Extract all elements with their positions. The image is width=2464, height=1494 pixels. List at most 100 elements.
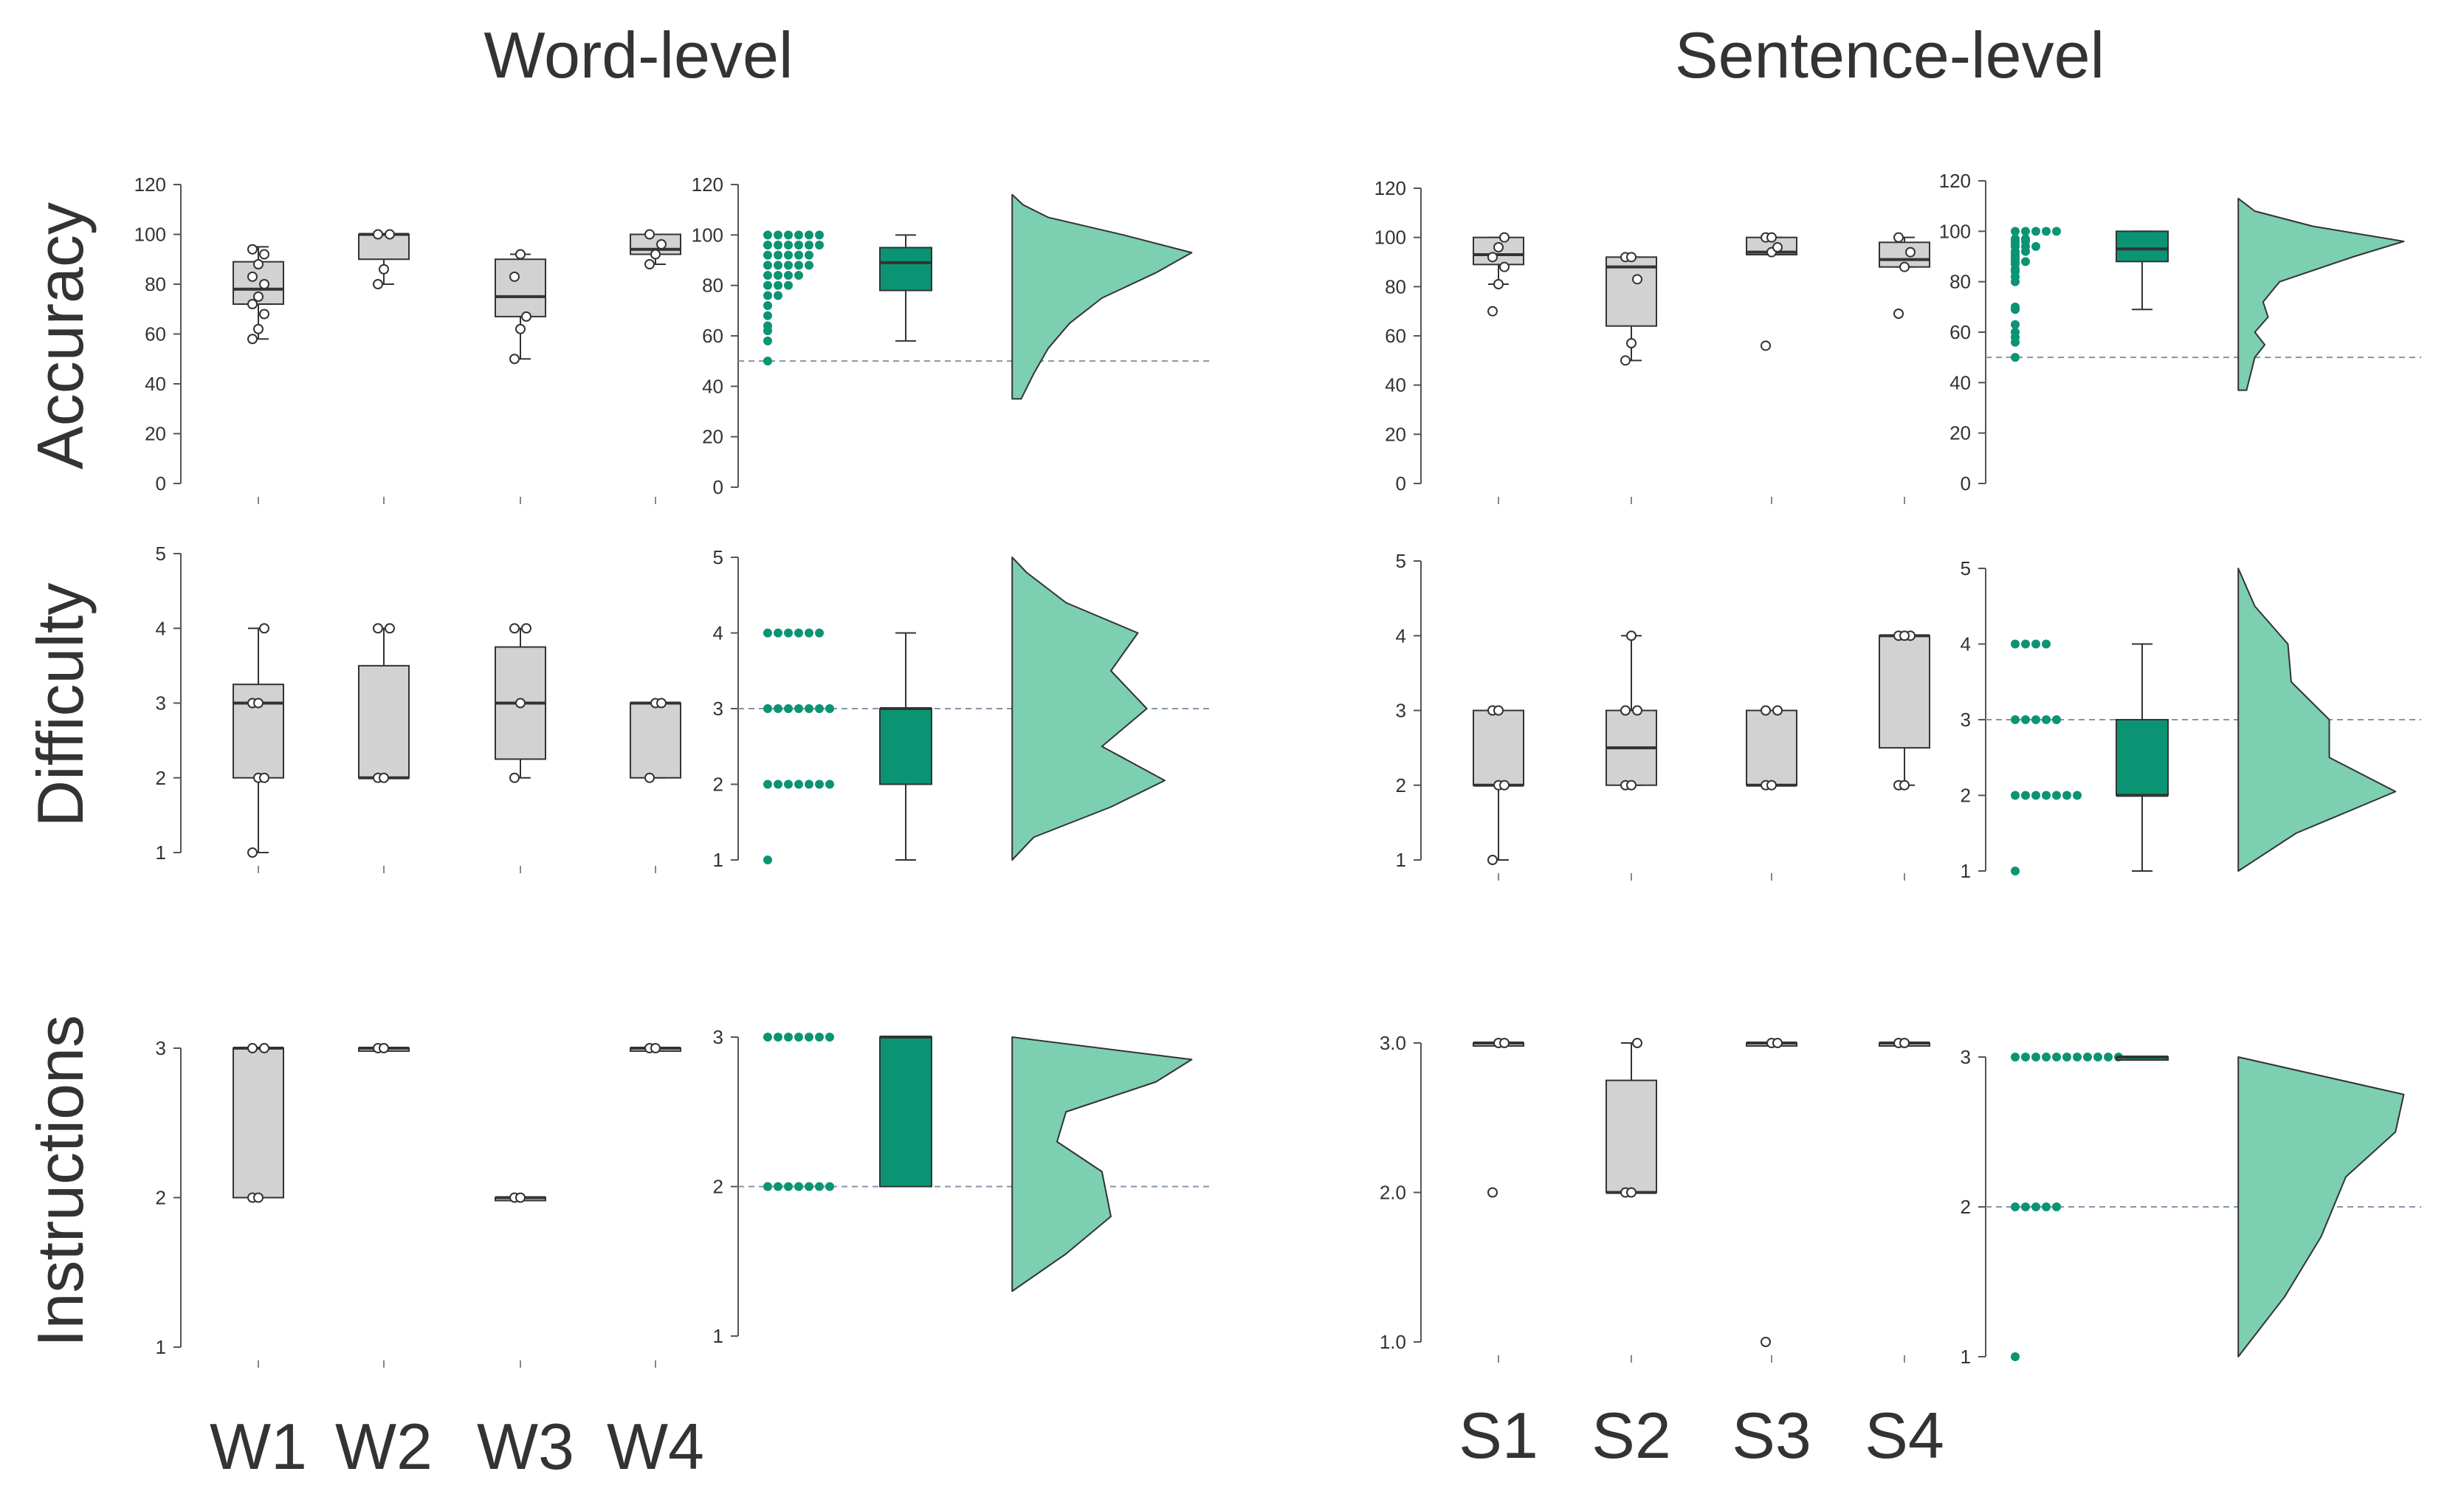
data-point [644, 259, 655, 269]
rain-point [2021, 639, 2030, 649]
data-point [1893, 309, 1904, 319]
data-point [1620, 355, 1631, 366]
box-body [1606, 256, 1657, 327]
rain-point [2031, 639, 2040, 649]
rain-point [774, 628, 782, 638]
rain-point [2011, 1053, 2020, 1061]
rain-point [2011, 277, 2020, 286]
rain-point [805, 261, 813, 270]
data-point [1632, 1038, 1642, 1048]
rain-point [784, 261, 793, 270]
box-s1 [1473, 232, 1524, 504]
y-tick-label: 1 [713, 1325, 723, 1347]
data-point [509, 354, 520, 365]
rain-point [2031, 715, 2040, 724]
y-tick-label: 5 [156, 543, 166, 565]
rain-point [774, 1182, 782, 1191]
box-w3 [495, 1192, 546, 1368]
box-w2 [358, 229, 410, 504]
rain-point [774, 271, 782, 280]
y-tick-label: 3 [156, 692, 166, 715]
data-point [253, 259, 264, 269]
y-tick-label: 1 [1396, 849, 1406, 871]
rain-point [805, 241, 813, 249]
rain-point [763, 311, 772, 320]
box-body [1473, 709, 1524, 786]
row-label-difficulty: Difficulty [24, 583, 97, 827]
rain-point [774, 779, 782, 789]
y-tick-label: 20 [702, 426, 723, 448]
data-point [253, 1192, 264, 1203]
data-point [1493, 705, 1504, 716]
y-tick-label: 20 [1385, 423, 1406, 445]
y-tick-label: 120 [1374, 177, 1406, 199]
data-point [644, 772, 655, 783]
rain-point [815, 779, 824, 789]
rain-point [2011, 1352, 2020, 1361]
rain-point [784, 628, 793, 638]
rain-point [2011, 1202, 2020, 1211]
y-tick-label: 5 [1396, 550, 1406, 572]
rain-point [774, 250, 782, 260]
rain-point [805, 1182, 813, 1191]
rain-point [784, 230, 793, 240]
data-point [1772, 242, 1783, 252]
rain-point [2052, 1053, 2061, 1061]
y-tick-label: 3 [713, 1026, 723, 1048]
rain-point [825, 1033, 834, 1042]
rain-point [763, 704, 772, 713]
box-s3 [1746, 705, 1797, 881]
box-w1 [233, 1043, 284, 1368]
rain-point [794, 779, 803, 789]
rain-point [2021, 1202, 2030, 1211]
rain-point [774, 241, 782, 249]
y-tick-label: 4 [1961, 633, 1971, 655]
summary-box [879, 1036, 932, 1188]
y-tick-label: 2 [156, 1187, 166, 1209]
data-point [385, 229, 395, 240]
rain-point [2042, 791, 2051, 800]
rain-point [825, 779, 834, 789]
y-tick-label: 60 [145, 323, 166, 345]
rain-point [794, 241, 803, 249]
rain-point [774, 704, 782, 713]
rain-point [2021, 1053, 2030, 1061]
rain-point [763, 291, 772, 300]
rain-point [794, 628, 803, 638]
rain-point [2031, 791, 2040, 800]
y-tick-label: 0 [156, 472, 166, 495]
rain-point [2021, 227, 2030, 236]
data-point [253, 291, 264, 302]
density-curve [2237, 568, 2397, 872]
rain-point [794, 271, 803, 280]
data-point [1499, 261, 1510, 272]
box-body [358, 664, 410, 779]
data-point [1626, 630, 1637, 641]
box-w2 [358, 1043, 410, 1368]
row-label-instructions: Instructions [24, 1015, 97, 1347]
category-label-w4: W4 [607, 1410, 704, 1483]
box-w4 [630, 698, 681, 873]
rain-point [2021, 247, 2030, 256]
box-s2 [1606, 630, 1657, 881]
rain-point [2031, 1202, 2040, 1211]
box-s2 [1606, 252, 1657, 504]
data-point [1632, 705, 1642, 716]
rain-point [763, 280, 772, 290]
rain-point [794, 1033, 803, 1042]
rain-point [763, 1033, 772, 1042]
rain-point [784, 779, 793, 789]
rain-point [763, 357, 772, 366]
y-tick-label: 3 [713, 698, 723, 720]
y-tick-label: 1 [1961, 1346, 1971, 1368]
rain-point [2011, 867, 2020, 875]
y-tick-label: 1 [156, 841, 166, 864]
data-point [515, 323, 526, 334]
y-tick-label: 40 [1385, 374, 1406, 396]
data-point [515, 249, 526, 260]
y-tick-label: 2 [1396, 774, 1406, 796]
